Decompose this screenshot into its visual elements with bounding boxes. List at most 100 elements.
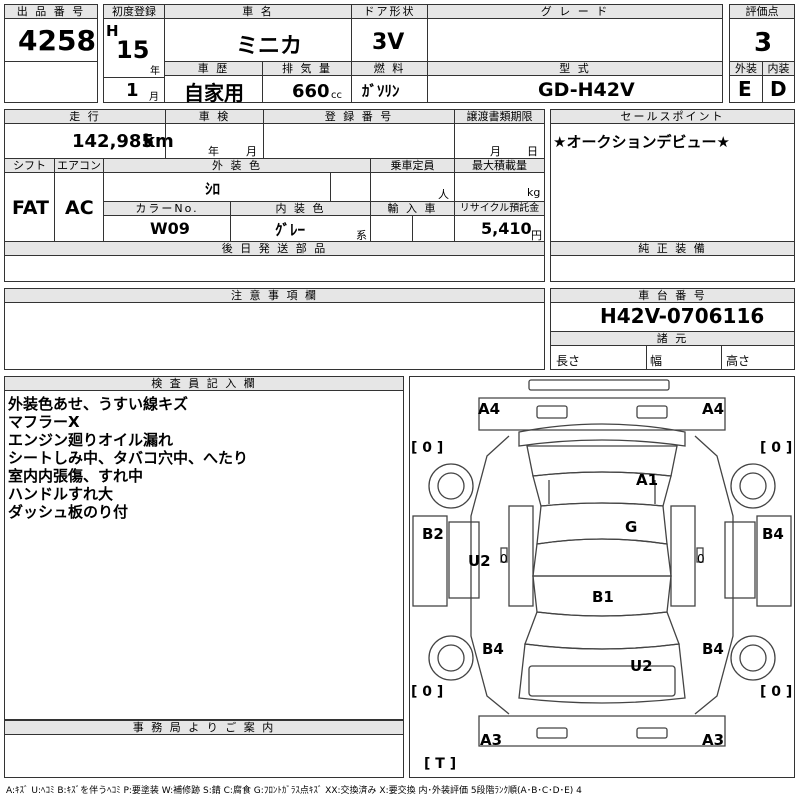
- mark-b1: B1: [592, 588, 614, 606]
- mark-g: G: [625, 518, 638, 536]
- car-diagram-box: [409, 376, 795, 778]
- score-value: 3: [754, 28, 773, 58]
- mark-b2: B2: [422, 525, 444, 543]
- sales-point-label: セールスポイント: [550, 109, 795, 124]
- score-label: 評価点: [729, 4, 795, 19]
- car-name: ミニカ: [236, 34, 303, 59]
- lot-number-lower-box: [4, 61, 98, 103]
- lot-number-label: 出 品 番 号: [4, 4, 98, 19]
- tire-rear-right: [ 0 ]: [760, 684, 793, 700]
- reg-number-label: 登 録 番 号: [263, 109, 455, 124]
- capacity-label: 乗車定員: [370, 158, 455, 173]
- year-value: 15: [116, 36, 150, 64]
- grade-label: グ レ ー ド: [427, 4, 723, 19]
- mark-b4-right: B4: [702, 640, 724, 658]
- exterior-value: E: [738, 77, 752, 101]
- spec-width-label: 幅: [650, 354, 663, 368]
- model-value: GD-H42V: [538, 79, 635, 101]
- inspection-month-unit: 月: [246, 145, 257, 158]
- inspector-note: 外装色あせ、うすい線キズ: [8, 395, 189, 413]
- fuel-label: 燃 料: [351, 61, 428, 76]
- later-parts-label: 後 日 発 送 部 品: [4, 241, 545, 256]
- mark-a4-right: A4: [702, 400, 725, 418]
- month-value: 1: [126, 80, 139, 101]
- history-value: 自家用: [184, 81, 244, 105]
- door-label: ドア形状: [351, 4, 428, 19]
- mark-b4-left: B4: [482, 640, 504, 658]
- load-label: 最大積載量: [454, 158, 545, 173]
- inspector-note: 室内内張傷、すれ中: [8, 467, 144, 485]
- transfer-day-unit: 日: [527, 145, 538, 158]
- inspector-note: ハンドルすれ大: [8, 485, 114, 503]
- notes-box: [4, 302, 545, 370]
- ac-label: エアコン: [54, 158, 104, 173]
- inspection-label: 車 検: [165, 109, 264, 124]
- interior-box: [762, 75, 795, 103]
- mark-a3-right: A3: [702, 731, 725, 749]
- displacement-unit: cc: [331, 90, 342, 101]
- recycle-unit: 円: [531, 229, 542, 242]
- legend: A:ｷｽﾞ U:ﾍｺﾐ B:ｷｽﾞを伴うﾍｺﾐ P:要塗装 W:補修跡 S:錆 …: [6, 786, 582, 796]
- load-unit: kg: [527, 186, 541, 199]
- office-label: 事 務 局 よ り ご 案 内: [4, 720, 404, 735]
- spec-box: [550, 345, 795, 370]
- mark-u2-left: U2: [468, 552, 491, 570]
- grade-box: [427, 18, 723, 62]
- mark-a3-left: A3: [480, 731, 503, 749]
- int-color-label: 内 装 色: [230, 201, 371, 216]
- side-right-mark: 0: [697, 552, 705, 566]
- genuine-equipment-box: [550, 255, 795, 282]
- interior-value: D: [770, 77, 787, 101]
- mileage-unit: km: [143, 131, 174, 152]
- mark-a4-left: A4: [478, 400, 501, 418]
- ext-color-label: 外 装 色: [103, 158, 371, 173]
- year-unit: 年: [150, 66, 160, 77]
- color-no-value: W09: [150, 219, 190, 238]
- model-box: [427, 75, 723, 103]
- import-divider: [412, 215, 413, 242]
- int-color-value: ｸﾞﾚｰ: [275, 221, 306, 239]
- recycle-value: 5,410: [481, 219, 532, 238]
- exterior-label: 外装: [729, 61, 763, 76]
- tire-spare: [ T ]: [424, 756, 457, 772]
- mark-u2-bottom: U2: [630, 657, 653, 675]
- spec-label: 諸 元: [550, 331, 795, 346]
- side-left-mark: 0: [500, 552, 508, 566]
- color-no-label: カラーNo.: [103, 201, 231, 216]
- mark-a1: A1: [636, 471, 659, 489]
- fuel-value: ｶﾞｿﾘﾝ: [362, 82, 400, 100]
- inspector-box: [4, 390, 404, 720]
- recycle-label: リサイクル預託金: [454, 201, 545, 216]
- era: H: [106, 22, 119, 40]
- capacity-unit: 人: [438, 188, 449, 201]
- inspector-label: 検 査 員 記 入 欄: [4, 376, 404, 391]
- transfer-label: 譲渡書類期限: [454, 109, 545, 124]
- inspector-note: エンジン廻りオイル漏れ: [8, 431, 174, 449]
- shift-label: シフト: [4, 158, 55, 173]
- inspector-note: ダッシュ板のり付: [8, 503, 129, 521]
- ext-color-divider: [330, 172, 331, 202]
- month-unit: 月: [149, 92, 159, 103]
- door-type: 3V: [372, 30, 405, 55]
- mileage-value: 142,985: [72, 131, 154, 152]
- car-diagram: [412, 379, 792, 747]
- model-label: 型 式: [427, 61, 723, 76]
- tire-rear-left: [ 0 ]: [411, 684, 444, 700]
- chassis-label: 車 台 番 号: [550, 288, 795, 303]
- tire-front-left: [ 0 ]: [411, 440, 444, 456]
- mark-b4-right-top: B4: [762, 525, 784, 543]
- first-reg-label: 初度登録: [103, 4, 165, 19]
- sales-point-text: ★オークションデビュー★: [553, 133, 730, 151]
- lot-number: 4258: [18, 24, 96, 57]
- shift-value: FAT: [12, 197, 49, 219]
- transfer-month-unit: 月: [490, 145, 501, 158]
- notes-label: 注 意 事 項 欄: [4, 288, 545, 303]
- interior-label: 内装: [762, 61, 795, 76]
- office-box: [4, 734, 404, 778]
- import-label: 輸 入 車: [370, 201, 455, 216]
- spec-divider-1: [646, 345, 647, 370]
- displacement-value: 660: [292, 81, 330, 102]
- displacement-label: 排 気 量: [262, 61, 352, 76]
- ext-color-value: ｼﾛ: [205, 180, 221, 198]
- inspection-year-unit: 年: [208, 145, 219, 158]
